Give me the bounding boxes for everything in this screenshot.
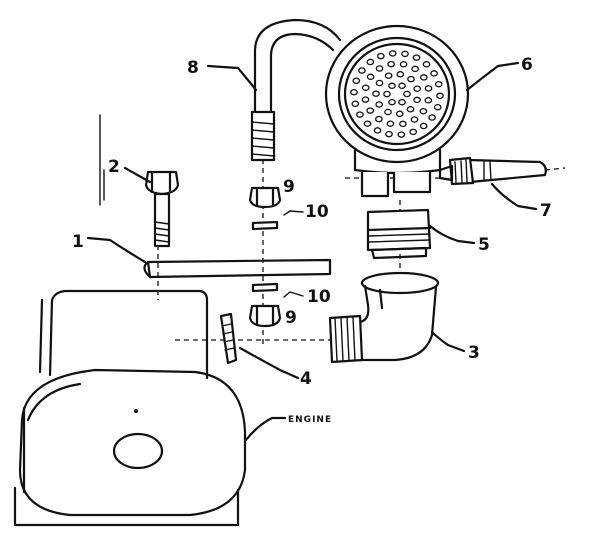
perforation-hole bbox=[422, 61, 431, 68]
callout-1: 1 bbox=[72, 232, 84, 252]
perforation-hole bbox=[386, 120, 395, 127]
perforation-hole bbox=[361, 96, 370, 103]
perforation-hole bbox=[401, 50, 409, 58]
engine bbox=[13, 289, 247, 527]
perforation-hole bbox=[419, 122, 428, 130]
perforation-hole bbox=[373, 127, 382, 134]
perforation-hole bbox=[430, 70, 438, 77]
part-9-upper-nut bbox=[248, 186, 282, 209]
perforation-hole bbox=[411, 65, 419, 73]
part-7-stud bbox=[438, 156, 547, 186]
perforation-hole bbox=[424, 85, 433, 92]
callout-4: 4 bbox=[300, 369, 312, 389]
perforation-hole bbox=[410, 116, 419, 123]
perforation-hole bbox=[434, 80, 443, 88]
perforation-hole bbox=[412, 54, 421, 61]
perforation-hole bbox=[376, 52, 385, 60]
callout-9-lower: 9 bbox=[285, 308, 297, 328]
perforation-hole bbox=[406, 106, 415, 113]
part-4-screw bbox=[219, 312, 238, 365]
perforation-hole bbox=[397, 131, 406, 138]
perforation-hole bbox=[384, 72, 393, 79]
perforation-hole bbox=[366, 107, 375, 114]
part-2-bolt bbox=[144, 170, 180, 248]
perforation-hole bbox=[419, 107, 428, 115]
perforation-hole bbox=[399, 120, 407, 128]
perforation-hole bbox=[395, 110, 404, 118]
perforation-hole bbox=[398, 82, 406, 90]
part-10-upper-washer bbox=[251, 220, 279, 231]
perforation-hole bbox=[383, 90, 391, 98]
perforation-hole bbox=[433, 103, 442, 111]
part-10-lower-washer bbox=[251, 282, 279, 293]
callout-7: 7 bbox=[540, 201, 552, 221]
part-1-bracket bbox=[143, 258, 332, 279]
perforation-hole bbox=[398, 98, 406, 106]
perforation-hole bbox=[388, 50, 397, 57]
perforation-hole bbox=[352, 77, 361, 85]
callout-engine: ENGINE bbox=[288, 415, 332, 425]
perforation-hole bbox=[375, 101, 384, 108]
perforation-hole bbox=[419, 74, 428, 81]
callout-6: 6 bbox=[521, 55, 533, 75]
perforation-hole bbox=[375, 79, 384, 87]
perforation-hole bbox=[388, 82, 396, 90]
perforation-hole bbox=[413, 96, 421, 104]
perforation-hole bbox=[403, 90, 411, 98]
callout-5: 5 bbox=[478, 235, 490, 255]
perforation-hole bbox=[350, 88, 358, 96]
perforation-hole bbox=[366, 73, 375, 81]
callout-3: 3 bbox=[468, 343, 480, 363]
callout-9-upper: 9 bbox=[283, 177, 295, 197]
perforation-hole bbox=[351, 100, 360, 108]
part-8-hose bbox=[250, 18, 342, 162]
leader-lines bbox=[86, 61, 538, 442]
callout-2: 2 bbox=[108, 157, 120, 177]
perforation-hole bbox=[375, 115, 383, 123]
callout-labels: 2 1 8 9 10 10 9 4 6 7 5 3 ENGINE bbox=[72, 55, 552, 425]
part-5-adapter bbox=[366, 208, 432, 260]
perforation-hole bbox=[356, 111, 364, 118]
perforation-hole bbox=[384, 108, 392, 116]
callout-10-upper: 10 bbox=[305, 202, 329, 222]
perforation-hole bbox=[366, 58, 375, 66]
callout-8: 8 bbox=[187, 58, 199, 78]
perforation-hole bbox=[424, 97, 433, 104]
perforation-hole bbox=[358, 67, 366, 74]
perforation-hole bbox=[363, 120, 372, 127]
perforation-hole bbox=[407, 75, 415, 83]
perforation-hole bbox=[428, 114, 436, 121]
perforation-hole bbox=[361, 84, 370, 91]
perforation-hole bbox=[413, 85, 422, 92]
perforation-hole bbox=[396, 71, 405, 78]
perforation-hole bbox=[375, 65, 384, 72]
perforation-hole bbox=[399, 61, 408, 68]
perforation-hole bbox=[372, 90, 380, 97]
part-9-lower-nut bbox=[248, 304, 282, 328]
perforation-hole bbox=[387, 60, 395, 68]
part-6-air-cleaner bbox=[324, 24, 470, 198]
part-3-elbow bbox=[328, 271, 440, 364]
perforation-hole bbox=[409, 128, 418, 136]
callout-10-lower: 10 bbox=[307, 287, 331, 307]
perforation-hole bbox=[436, 92, 444, 100]
perforation-hole bbox=[385, 130, 393, 138]
perforation-hole bbox=[388, 98, 396, 106]
